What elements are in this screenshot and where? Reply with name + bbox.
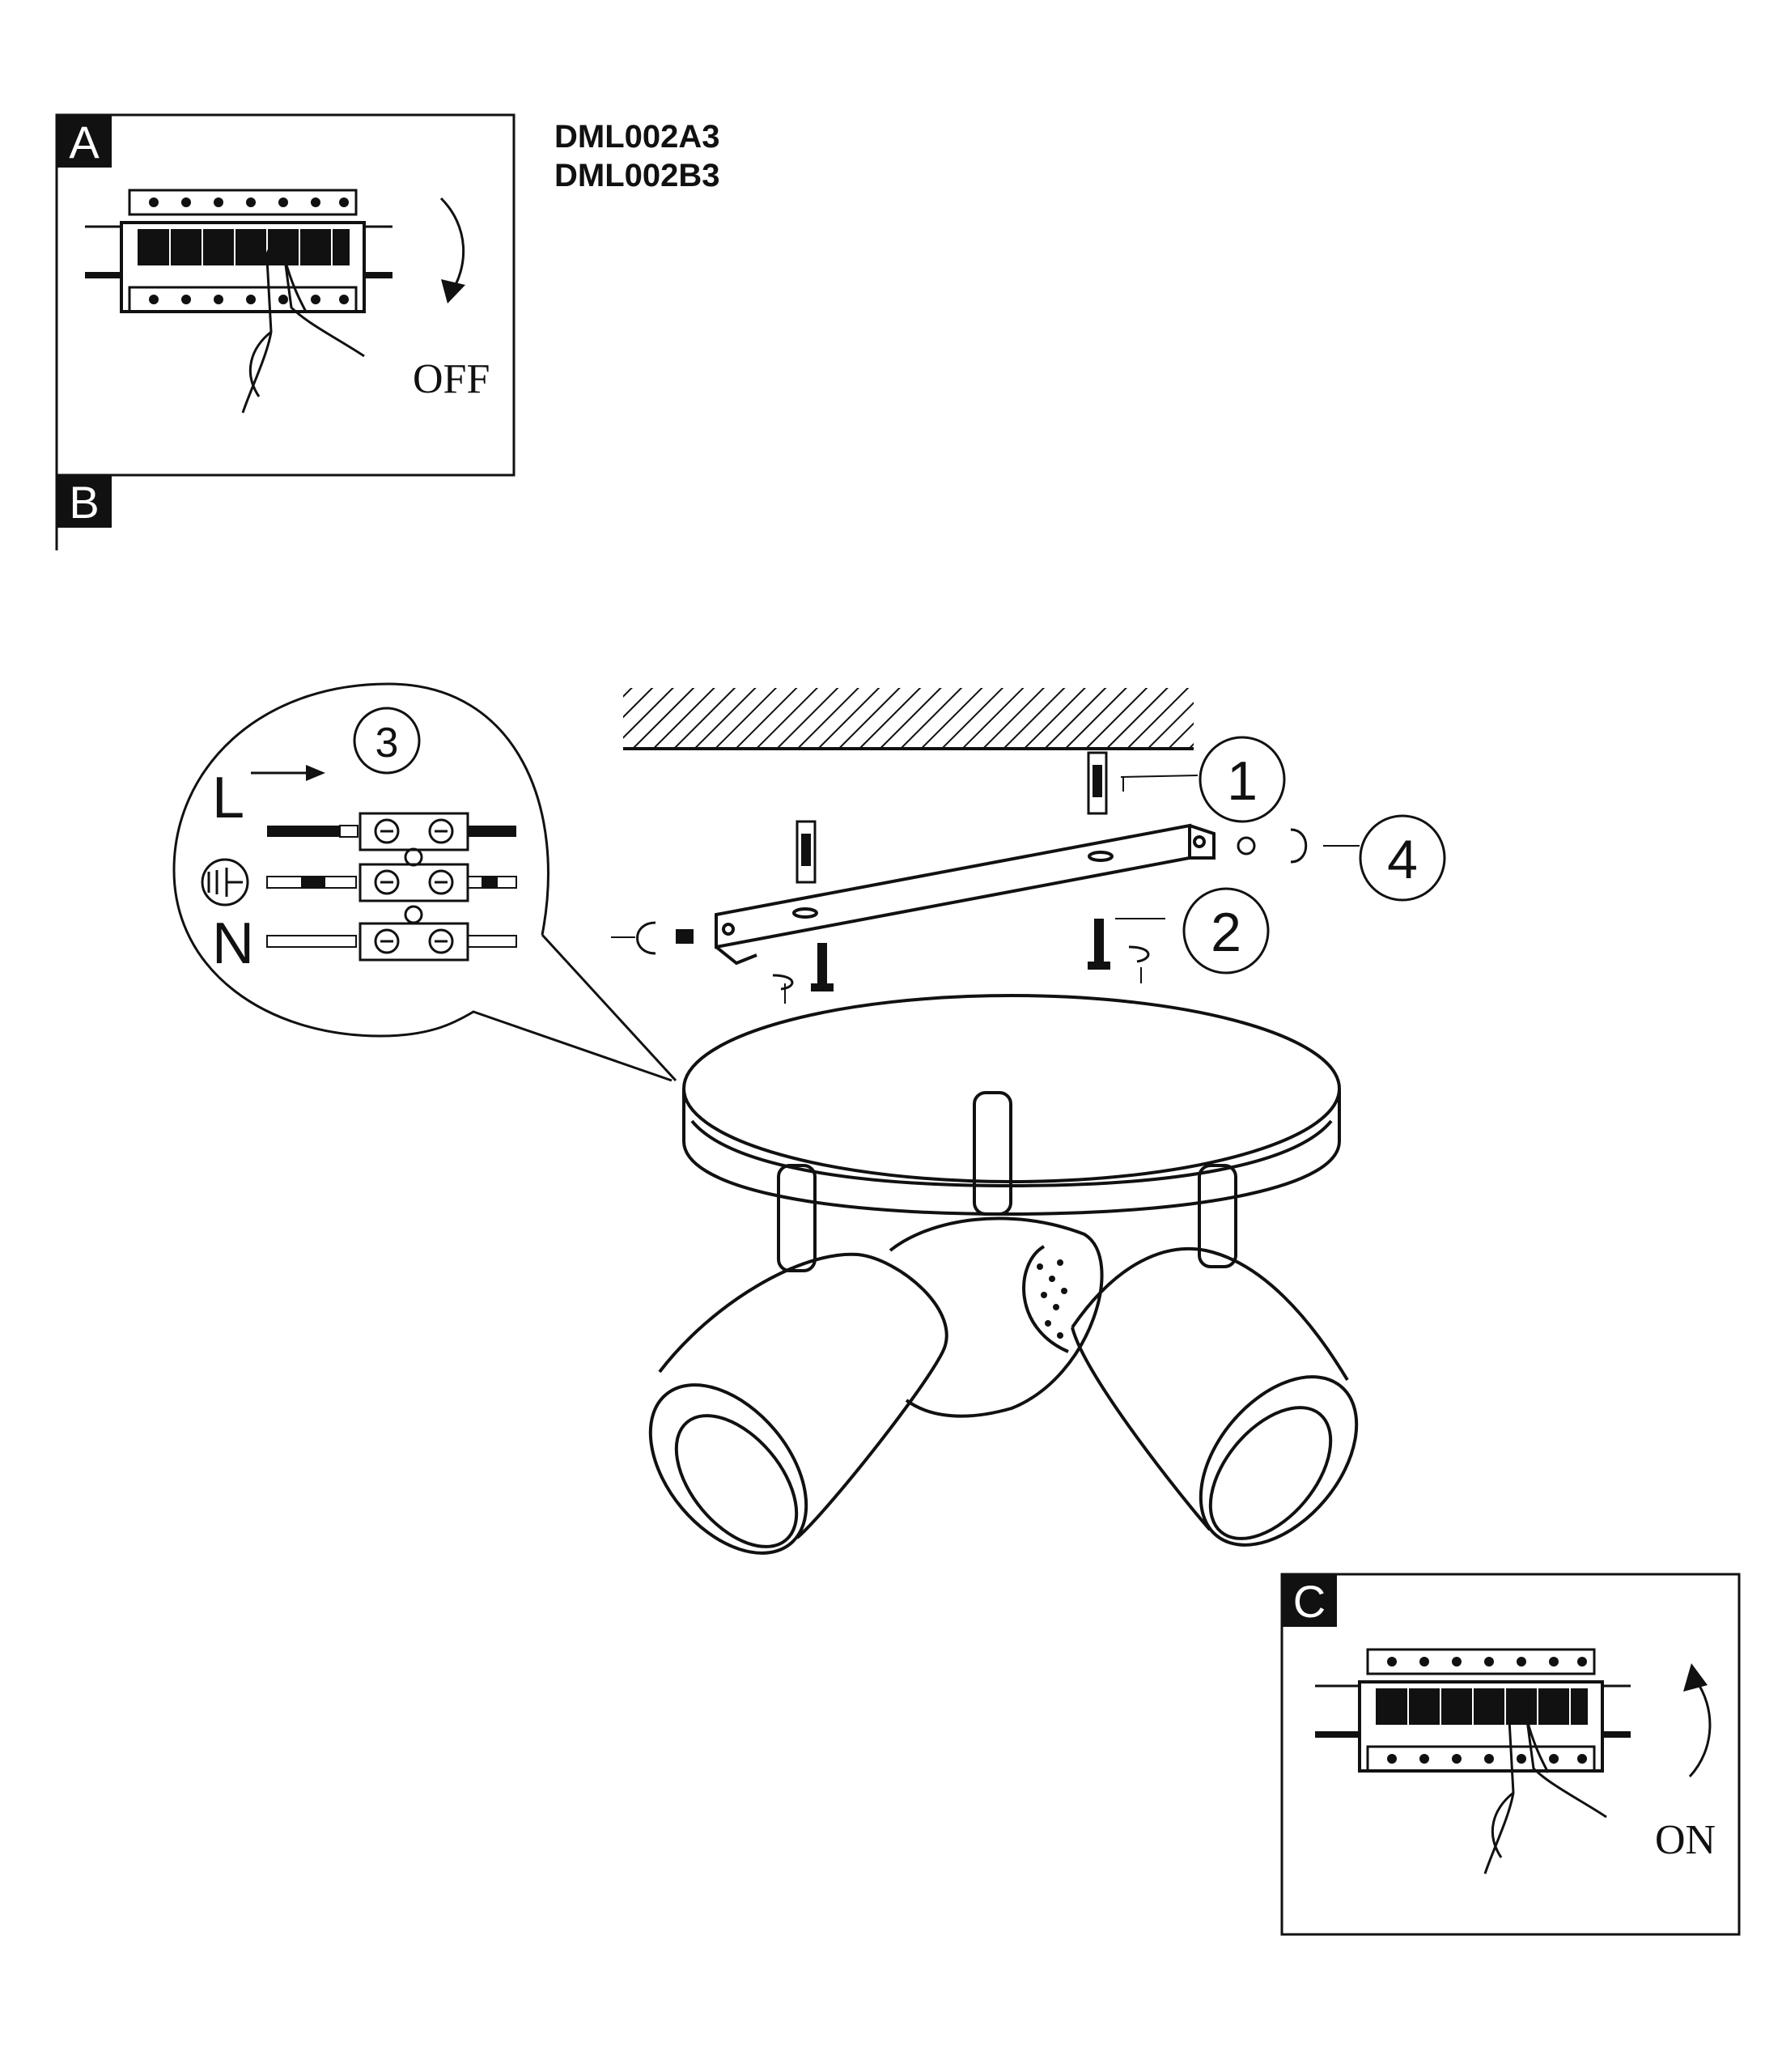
breaker-switch-icon — [1315, 1648, 1631, 1773]
mounting-bracket — [715, 823, 1216, 966]
step-2-number: 2 — [1211, 902, 1241, 963]
panel-a-frame — [55, 113, 515, 477]
step-2-callout: 2 — [1182, 887, 1270, 974]
arrow-head-icon — [1683, 1663, 1708, 1692]
step-1-callout: 1 — [1199, 736, 1286, 823]
guide-lines — [611, 775, 1360, 1004]
screw-icon — [1088, 919, 1110, 970]
panel-c-letter: C — [1293, 1576, 1326, 1627]
panel-c: C ON — [1280, 1573, 1741, 1936]
step-4-number: 4 — [1387, 829, 1418, 890]
panel-c-tag — [1282, 1574, 1337, 1627]
breaker-switch-icon — [85, 189, 392, 313]
hand-icon — [241, 245, 365, 414]
panel-a-tag — [57, 115, 112, 168]
screw-icon — [811, 943, 834, 991]
neutral-label: N — [212, 911, 254, 976]
panel-b-letter: B — [69, 477, 99, 528]
model-number-a3: DML002A3 — [554, 119, 720, 155]
panel-c-frame — [1280, 1573, 1741, 1936]
wall-plug-icon — [1087, 751, 1108, 815]
arrow-right-icon — [306, 765, 325, 781]
panel-a-caption: OFF — [413, 356, 490, 402]
panel-b-tag — [57, 475, 112, 528]
earth-symbol-icon — [201, 858, 249, 906]
arrow-up-icon — [1688, 1679, 1712, 1778]
step-1-number: 1 — [1227, 750, 1258, 812]
live-label: L — [212, 766, 244, 830]
hand-icon — [1483, 1706, 1607, 1875]
model-number-b3: DML002B3 — [554, 158, 720, 193]
step-3-number: 3 — [375, 720, 399, 766]
panel-c-caption: ON — [1655, 1817, 1716, 1863]
ceiling-hatch — [623, 688, 1194, 749]
small-screw-icon — [676, 836, 1256, 944]
step-4-callout: 4 — [1359, 814, 1446, 902]
panel-b: B — [55, 475, 112, 550]
wiring-callout: 3 L N — [172, 682, 677, 1082]
terminal-block — [359, 812, 469, 962]
spotlight-fixture — [648, 994, 1359, 1555]
panel-a-letter: A — [69, 117, 100, 168]
arrow-head-icon — [441, 279, 465, 304]
panel-a: A OFF — [55, 113, 515, 477]
